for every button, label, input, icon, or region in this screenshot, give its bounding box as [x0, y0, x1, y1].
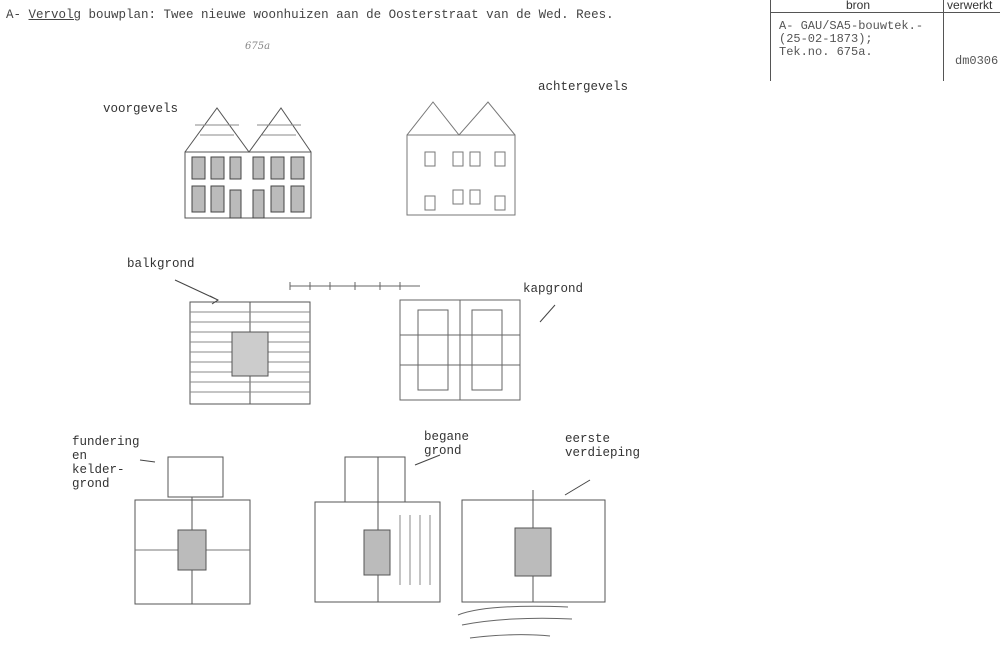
label-begane-grond: begane grond [424, 430, 470, 458]
ground-floor-plan-drawing [314, 456, 441, 603]
source-reference: A- GAU/SA5-bouwtek.- (25-02-1873); Tek.n… [779, 19, 924, 59]
front-facade-drawing [184, 107, 312, 219]
column-header-source: bron [846, 0, 871, 12]
label-voorgevels: voorgevels [103, 102, 179, 116]
scale-bar [289, 282, 420, 290]
title-prefix: A- [6, 8, 29, 22]
signature-scribble [457, 605, 573, 639]
source-table-header: bron verwerkt [771, 0, 1000, 13]
label-fundering: fundering en kelder- grond [72, 435, 140, 491]
roof-plan-drawing [399, 299, 521, 401]
table-divider [943, 0, 944, 81]
first-floor-plan-drawing [461, 490, 606, 603]
label-eerste-verdieping: eerste verdieping [565, 432, 641, 460]
back-facade-drawing [406, 101, 516, 216]
processed-code: dm0306 [955, 54, 999, 68]
label-balkgrond: balkgrond [127, 257, 195, 271]
column-header-processed: verwerkt [947, 0, 993, 12]
label-achtergevels: achtergevels [538, 80, 629, 94]
title-text: bouwplan: Twee nieuwe woonhuizen aan de … [81, 8, 614, 22]
document-title: A- Vervolg bouwplan: Twee nieuwe woonhui… [6, 8, 614, 22]
label-kapgrond: kapgrond [523, 282, 584, 296]
title-underlined-word: Vervolg [28, 8, 82, 22]
annotation-arrows [139, 279, 591, 496]
source-table: bron verwerkt A- GAU/SA5-bouwtek.- (25-0… [770, 0, 1000, 81]
beam-plan-drawing [189, 301, 311, 405]
handwritten-number: 675a [245, 41, 271, 52]
foundation-plan-drawing [134, 456, 251, 605]
